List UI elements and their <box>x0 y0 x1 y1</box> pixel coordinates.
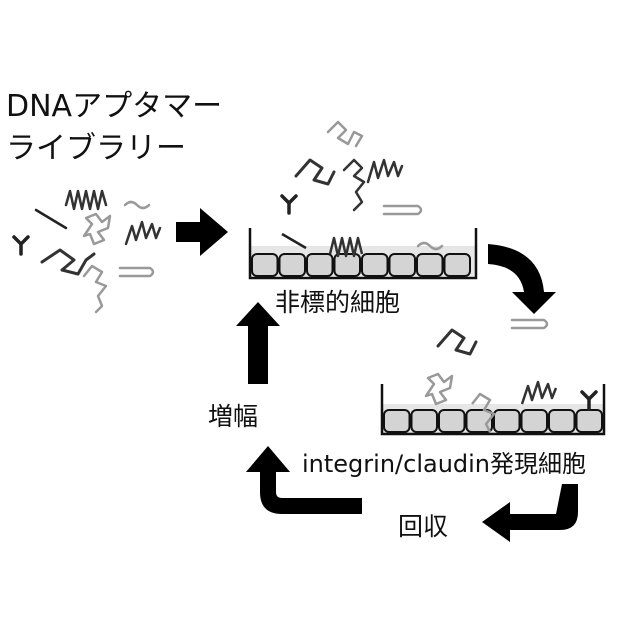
cell <box>522 410 548 432</box>
cell <box>280 254 306 276</box>
cell <box>549 410 575 432</box>
arrow-curved-to-target <box>488 244 556 314</box>
unbound-strands-top <box>296 122 421 214</box>
antibody-icon <box>282 196 296 213</box>
nontarget-cells-label: 非標的細胞 <box>275 290 400 315</box>
target-cells-label: integrin/claudin発現細胞 <box>302 452 586 476</box>
unbound-strands-middle <box>438 320 547 354</box>
cell <box>252 254 278 276</box>
aptamer-hairpin <box>42 250 94 274</box>
cell <box>439 410 465 432</box>
library-cluster <box>14 191 160 312</box>
cell <box>390 254 416 276</box>
arrow-to-nontarget <box>176 208 228 256</box>
cell <box>307 254 333 276</box>
aptamer-scribble <box>126 222 160 244</box>
cell <box>335 254 361 276</box>
arrow-recover <box>482 484 578 542</box>
library-title-line2: ライブラリー <box>6 134 186 164</box>
cell <box>384 410 410 432</box>
amplify-label: 増幅 <box>208 404 258 429</box>
recover-label: 回収 <box>398 514 448 539</box>
cell <box>577 410 603 432</box>
cell <box>417 254 443 276</box>
cell <box>362 254 388 276</box>
aptamer-ring <box>120 268 153 276</box>
cell <box>445 254 471 276</box>
cell <box>412 410 438 432</box>
target-dish <box>382 374 604 434</box>
aptamer-wave <box>125 202 149 208</box>
cell <box>494 410 520 432</box>
nontarget-dish <box>250 228 476 278</box>
aptamer-loop <box>84 266 106 312</box>
aptamer-tangle <box>84 214 110 244</box>
arrow-up-to-nontarget <box>236 302 280 384</box>
aptamer-zigzag <box>66 191 106 209</box>
antibody-icon <box>14 237 28 254</box>
library-title-line1: DNAアプタマー <box>6 92 222 122</box>
